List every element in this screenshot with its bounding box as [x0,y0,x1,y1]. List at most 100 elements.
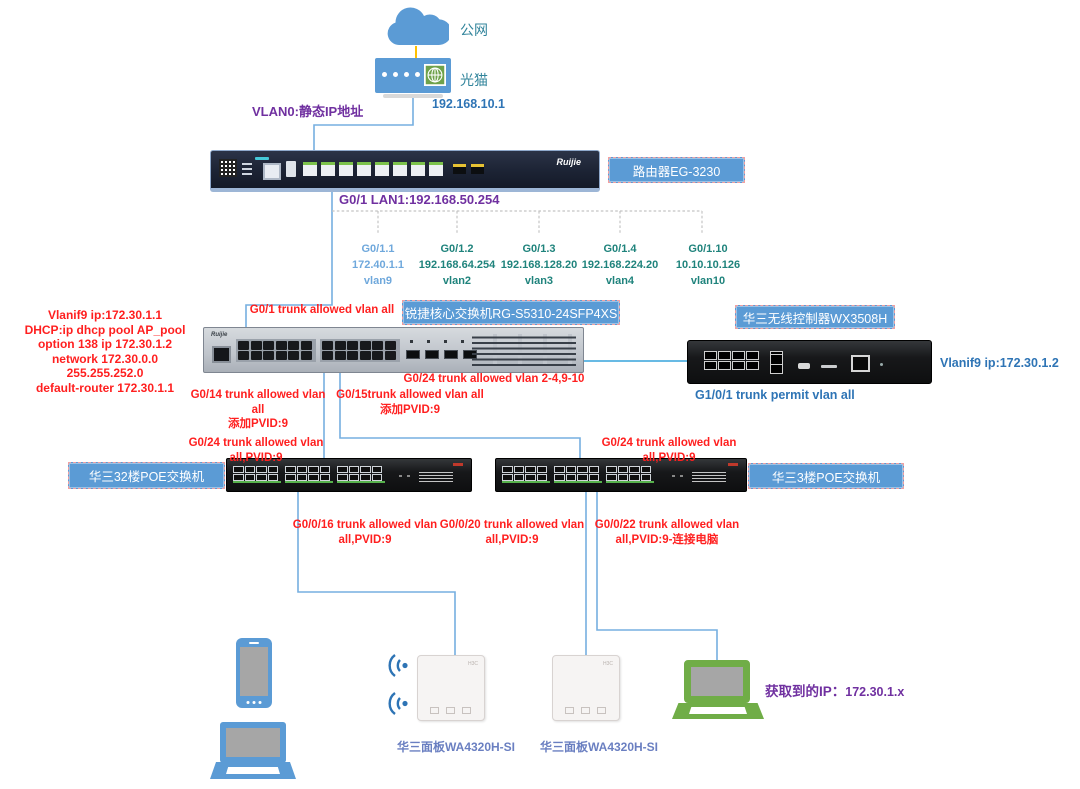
poe3-ports-group1 [502,466,550,483]
wlc-device [687,340,932,384]
laptop-blue-base [210,762,296,779]
subinterface-dashed-links [332,210,703,234]
ap2-label: 华三面板WA4320H-SI [539,740,659,754]
poe32-ports-group1 [233,466,281,483]
modem-led-dots [382,72,420,77]
wifi-signal-icon-1 [388,654,408,677]
wlc-vlanif-note: Vlanif9 ip:172.30.1.2 [940,356,1059,370]
router-label-box: 路由器EG-3230 [608,157,745,183]
wlc-label: 华三无线控制器WX3508H [742,311,888,326]
link-poe32-ap1 [297,488,456,657]
router-usb-port [286,161,296,177]
wlc-led-dot [880,363,883,366]
obtained-ip-label: 获取到的IP： [765,684,846,699]
link-poe3-laptop [596,488,718,664]
poe3-led-pair [672,475,684,477]
modem-ip: 192.168.10.1 [432,97,505,111]
core-port-bank-1 [236,339,316,362]
smartphone-icon [236,638,272,708]
ap1-bottom-jacks [430,707,471,714]
router-console-port [263,163,281,180]
poe3-switch-device [495,458,747,492]
poe32-led-pair [399,475,411,477]
link-router-coreswitch [245,190,333,328]
modem-shadow [383,94,443,98]
core-vent-grid [472,334,576,366]
laptop-green-screen [684,660,750,703]
router-menu-marks [242,161,252,175]
core-sfp-ports [406,350,482,359]
ap1-label: 华三面板WA4320H-SI [396,740,516,754]
modem-label: 光猫 [460,72,488,88]
wlc-ethernet-ports [704,351,764,370]
cloud-label: 公网 [460,22,488,38]
laptop-green-base [672,703,764,719]
poe3-ports-group3 [606,466,654,483]
router-lan-note: G0/1 LAN1:192.168.50.254 [339,192,500,207]
router-qr-code [219,159,237,177]
router-reset-mark [255,157,269,160]
poe32-ports-group3 [337,466,385,483]
core-switch-device: Ruijie [203,327,584,373]
core-led-row [410,340,476,343]
router-lan-ports [303,162,453,176]
core-port24-note: G0/24 trunk allowed vlan 2-4,9-10 [403,373,585,385]
poe32-label: 华三32楼POE交换机 [88,470,205,484]
obtained-ip-note: 获取到的IP：172.30.1.x [765,680,904,700]
poe32-ports-group2 [285,466,333,483]
poe3-label: 华三3楼POE交换机 [771,470,881,485]
wlc-sfp-ports [770,351,783,374]
wlc-usb-port [798,363,810,369]
laptop-blue-screen [220,722,286,763]
modem-vlan-note: VLAN0:静态IP地址 [252,104,364,119]
ap2-device: H3C [552,655,620,721]
wifi-signal-icon-2 [388,692,408,715]
core-switch-label: 锐捷核心交换机RG-S5310-24SFP4XS [404,307,618,321]
poe32-silkscreen-text [419,471,453,482]
poe3-ports-group2 [554,466,602,483]
internet-cloud-icon [387,7,449,46]
poe3-silkscreen-text [692,471,726,482]
ap1-device: H3C [417,655,485,721]
router-device: Ruijie [210,150,600,192]
globe-icon [424,64,446,86]
poe32-label-box: 华三32楼POE交换机 [68,462,225,489]
obtained-ip-value: 172.30.1.x [845,685,905,699]
router-logo: Ruijie [556,157,581,167]
wlc-console-port [851,355,870,372]
optical-modem [375,58,451,93]
link-coreswitch-poe3 [339,371,581,470]
core-console-port [212,346,231,363]
poe32-switch-device [226,458,472,492]
wlc-port-note: G1/0/1 trunk permit vlan all [695,388,855,402]
core-switch-label-box: 锐捷核心交换机RG-S5310-24SFP4XS [402,300,620,325]
wlc-sd-slot [821,365,837,368]
router-sfp-ports [453,164,489,174]
poe3-label-box: 华三3楼POE交换机 [748,463,904,489]
ap1-logo: H3C [467,661,478,667]
link-modem-router [313,94,414,151]
router-label: 路由器EG-3230 [632,164,721,179]
core-uplink-note: G0/1 trunk allowed vlan all [249,304,395,316]
wlc-label-box: 华三无线控制器WX3508H [735,305,895,329]
poe3-brand-mark [728,463,738,466]
core-port-bank-2 [320,339,400,362]
ap2-logo: H3C [602,661,613,667]
ap2-bottom-jacks [565,707,606,714]
core-switch-logo: Ruijie [211,332,228,338]
poe32-brand-mark [453,463,463,466]
